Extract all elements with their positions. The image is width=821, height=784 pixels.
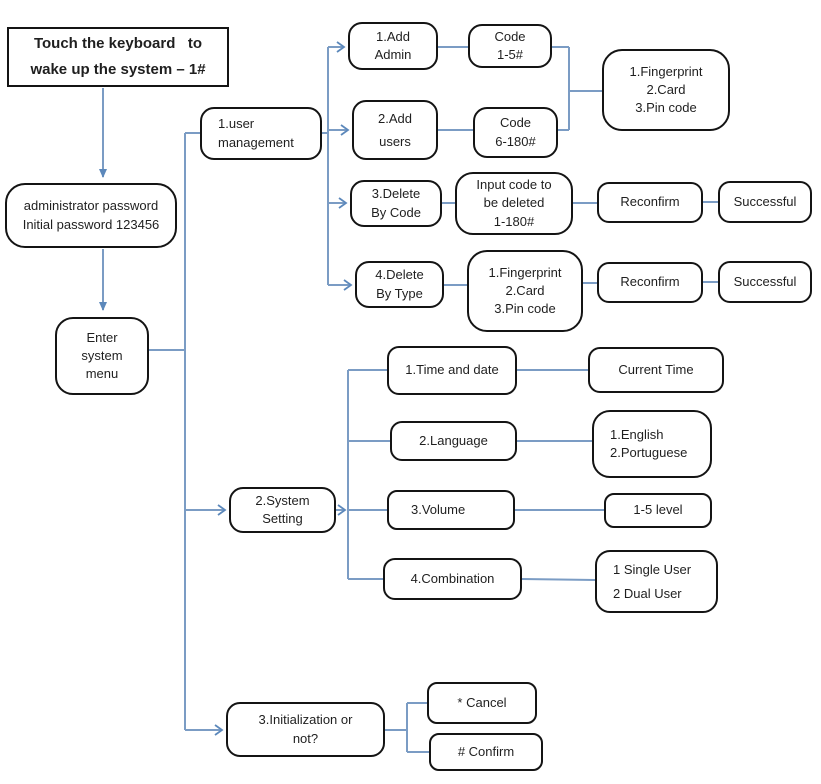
node-add-admin: 1.Add Admin — [348, 22, 438, 70]
node-user-management: 1.user management — [200, 107, 322, 160]
node-fingerprint-card-pin-row4: 1.Fingerprint 2.Card 3.Pin code — [467, 250, 583, 332]
node-input-code-deleted: Input code to be deleted 1-180# — [455, 172, 573, 235]
node-fingerprint-card-pin-top: 1.Fingerprint 2.Card 3.Pin code — [602, 49, 730, 131]
node-combination: 4.Combination — [383, 558, 522, 600]
node-code-6-180: Code 6-180# — [473, 107, 558, 158]
node-current-time: Current Time — [588, 347, 724, 393]
node-reconfirm-2: Reconfirm — [597, 262, 703, 303]
node-successful-1: Successful — [718, 181, 812, 223]
node-admin-password: administrator password Initial password … — [5, 183, 177, 248]
node-reconfirm-1: Reconfirm — [597, 182, 703, 223]
node-initialization: 3.Initialization or not? — [226, 702, 385, 757]
node-single-dual-user: 1 Single User 2 Dual User — [595, 550, 718, 613]
connectors — [99, 41, 718, 753]
node-code-1-5: Code 1-5# — [468, 24, 552, 68]
node-cancel: * Cancel — [427, 682, 537, 724]
node-time-and-date: 1.Time and date — [387, 346, 517, 395]
node-successful-2: Successful — [718, 261, 812, 303]
node-delete-by-code: 3.Delete By Code — [350, 180, 442, 227]
node-language: 2.Language — [390, 421, 517, 461]
node-system-setting: 2.System Setting — [229, 487, 336, 533]
node-touch-keyboard: Touch the keyboard to wake up the system… — [7, 27, 229, 87]
connector-combination-singledual — [521, 578, 596, 581]
node-add-users: 2.Add users — [352, 100, 438, 160]
node-english-portuguese: 1.English 2.Portuguese — [592, 410, 712, 478]
node-confirm: # Confirm — [429, 733, 543, 771]
node-delete-by-type: 4.Delete By Type — [355, 261, 444, 308]
node-volume: 3.Volume — [387, 490, 515, 530]
node-1-5-level: 1-5 level — [604, 493, 712, 528]
node-enter-system-menu: Enter system menu — [55, 317, 149, 395]
